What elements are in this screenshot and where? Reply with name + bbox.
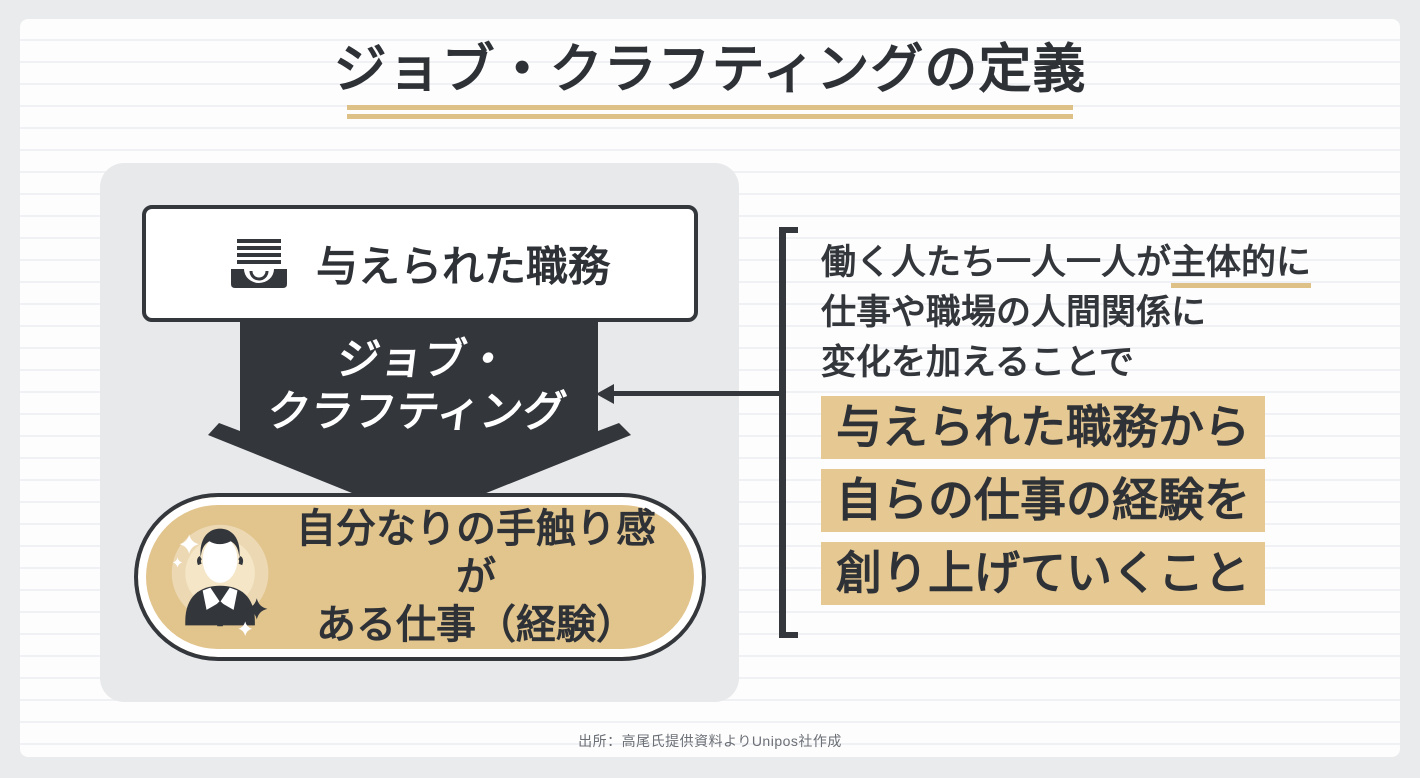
- job-crafting-arrow: [208, 318, 631, 520]
- definition-line1: 働く人たち一人一人が主体的に: [821, 238, 1381, 288]
- definition-line3: 変化を加えることで: [821, 343, 1134, 382]
- definition-line2: 仕事や職場の人間関係に: [821, 293, 1207, 332]
- given-job-box: 与えられた職務: [142, 205, 698, 322]
- connector-arrow-line: [612, 391, 786, 396]
- inbox-tray-icon: [230, 238, 287, 288]
- underline-bar-bottom: [347, 114, 1073, 119]
- source-attribution: 出所：高尾氏提供資料よりUnipos社作成: [578, 733, 842, 749]
- outcome-label-line2: ある仕事（経験）: [316, 603, 636, 647]
- highlight-line: 自らの仕事の経験を: [821, 469, 1265, 532]
- job-crafting-label: ジョブ・ クラフティング: [244, 334, 597, 438]
- definition-text-block: 働く人たち一人一人が主体的に 仕事や職場の人間関係に 変化を加えることで 与えら…: [821, 238, 1381, 615]
- outcome-label-line1: 自分なりの手触り感が: [296, 507, 656, 599]
- title-double-underline: [347, 105, 1073, 119]
- highlight-line: 創り上げていくこと: [821, 542, 1265, 605]
- person-sparkle-icon: [171, 524, 269, 636]
- page-title: ジョブ・クラフティングの定義: [333, 40, 1087, 99]
- given-job-label: 与えられた職務: [315, 243, 610, 290]
- job-crafting-label-line1: ジョブ・: [334, 336, 513, 384]
- definition-bracket: [779, 227, 798, 638]
- outcome-label: 自分なりの手触り感が ある仕事（経験）: [280, 505, 672, 649]
- definition-line1-prefix: 働く人たち一人一人が: [821, 243, 1172, 282]
- definition-line1-underlined: 主体的に: [1171, 243, 1312, 288]
- outcome-pill: 自分なりの手触り感が ある仕事（経験）: [134, 493, 706, 661]
- highlight-line: 与えられた職務から: [821, 396, 1265, 459]
- job-crafting-label-line2: クラフティング: [264, 388, 569, 436]
- definition-highlights: 与えられた職務から 自らの仕事の経験を 創り上げていくこと: [821, 396, 1381, 615]
- connector-arrowhead-icon: [596, 384, 614, 404]
- title-block: ジョブ・クラフティングの定義: [20, 40, 1400, 119]
- underline-bar-top: [347, 105, 1073, 110]
